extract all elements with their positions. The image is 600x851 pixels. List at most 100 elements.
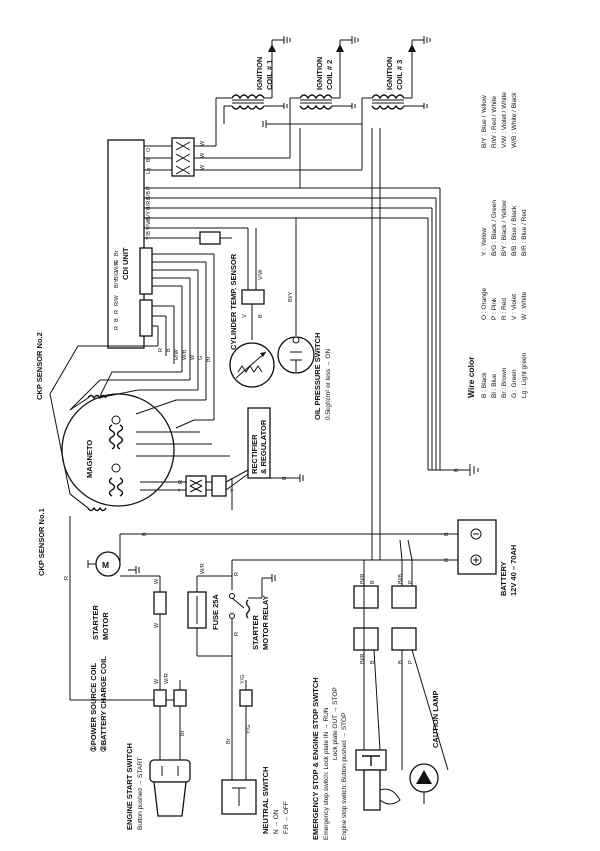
legend-col1-0: B : Black xyxy=(481,372,488,398)
ckp-sensor-2-label: CKP SENSOR No.2 xyxy=(35,332,44,400)
legend-col3-2: B/Y : Black / Yellow xyxy=(501,200,508,256)
legend-col4-2: V/W : Violet / White xyxy=(501,92,508,148)
wire-label-br-neutral: Br xyxy=(226,738,232,744)
wire-label-blb-top: Bl/B xyxy=(398,574,404,584)
wire-label-w1: W xyxy=(200,140,206,146)
wire-label-p-top: P xyxy=(408,580,414,584)
engine-start-switch-label: ENGINE START SWITCH xyxy=(125,743,134,830)
cdi-pin-bg: B/G xyxy=(114,271,120,280)
emergency-title: EMERGENCY STOP & ENGINE STOP SWITCH xyxy=(311,677,320,840)
magneto: MAGNETO xyxy=(61,393,230,512)
relay-label2: MOTOR RELAY xyxy=(261,595,270,650)
ignition-coil-2-label1: IGNITION xyxy=(315,57,324,90)
wire-label-bly: Bl/Y xyxy=(288,292,294,302)
engine-start-switch-note: Button pushed → START xyxy=(137,757,144,830)
legend-col4-0: B/Y : Blue / Yellow xyxy=(481,95,488,148)
legend-col4-1: R/W : Red / White xyxy=(491,96,498,148)
wire-label-b-batt: B xyxy=(142,532,148,536)
wire-label-b-batt2: B xyxy=(444,532,450,536)
legend-col3-1: B/G : Black / Green xyxy=(491,200,498,256)
ignition-coil-1-label1: IGNITION xyxy=(255,57,264,90)
relay-label1: STARTER xyxy=(251,615,260,650)
wire-label-b-temp: B xyxy=(258,314,264,318)
wire-label-br-start: Br xyxy=(180,730,186,736)
wire-label-w: W xyxy=(190,354,196,360)
legend-col3-4: B/R : Blue / Red xyxy=(521,209,528,256)
ignition-coil-1: IGNITION COIL # 1 xyxy=(215,36,291,128)
wire-label-blr-top: Bl/R xyxy=(360,574,366,584)
wire-label-yg1: Y/G xyxy=(240,675,246,684)
wire-color-legend: Wire color B : Black Bl : Blue Br : Brow… xyxy=(466,92,528,398)
cdi-bus-wires: B xyxy=(144,128,479,560)
wire-label-yg2: Y/G xyxy=(246,725,252,734)
legend-col1-1: Bl : Blue xyxy=(491,373,498,398)
wire-label-v: V xyxy=(242,314,248,318)
legend-col2-2: R : Red xyxy=(501,298,508,320)
legend-col3-0: Y : Yellow xyxy=(481,228,488,256)
legend-col1-3: G : Green xyxy=(511,369,518,398)
ignition-coil-1-label2: COIL # 1 xyxy=(265,60,274,90)
wire-label-wr-start: W/R xyxy=(164,673,170,684)
emergency-stop-switch: Bl/R B Bl/R B EMERGENCY STOP & ENGINE ST… xyxy=(311,560,401,840)
battery-label1: BATTERY xyxy=(499,561,508,596)
fuse-and-relay: FUSE 25A W W W/R R R STARTER MOTOR RELAY xyxy=(120,560,276,680)
legend-col4-3: W/B : White / Black xyxy=(511,92,518,148)
wire-label-b-lamp: B xyxy=(398,660,404,664)
cdi-pin-br: B/R xyxy=(146,201,152,210)
starter-motor-label2: MOTOR xyxy=(101,612,110,640)
wire-label-b1: B xyxy=(166,348,172,352)
rectifier-label2: & REGULATOR xyxy=(259,419,268,474)
legend-col2-3: V : Violet xyxy=(511,294,518,320)
battery-label2: 12V 40 – 70AH xyxy=(509,545,518,596)
emergency-line1: Emergency stop switch: Lock plate IN → R… xyxy=(323,707,330,840)
caution-lamp-label: CAUTION LAMP xyxy=(431,691,440,749)
cdi-pin-yb: Y/B xyxy=(146,231,152,240)
wire-label-y1: Y xyxy=(178,488,184,492)
neutral-switch: Y/G Y/G Br NEUTRAL SWITCH N → ON F.R → O… xyxy=(221,656,290,834)
starter-motor-symbol: M xyxy=(102,560,109,570)
cdi-pin-g: G xyxy=(114,260,120,264)
caution-lamp: Bl/B P B P CAUTION LAMP xyxy=(391,539,449,804)
emergency-line3: Engine stop switch: Button pushed → STOP xyxy=(341,713,348,840)
wire-label-r1: R xyxy=(158,348,164,352)
wire-label-wr: W/R xyxy=(200,563,206,574)
wire-label-br: Br xyxy=(206,356,212,362)
wire-label-r-batt: R xyxy=(444,558,450,562)
oil-pressure-switch-label: OIL PRESSURE SWITCH xyxy=(313,333,322,420)
cdi-coil-connectors: W W W xyxy=(144,124,363,177)
cdi-unit: CDI UNIT O Bl Lg P B/B B/R B/Y V/W Y/B B… xyxy=(107,139,153,349)
wire-label-r-rect: R xyxy=(178,480,184,484)
cylinder-temp-sensor-label: CYLINDER TEMP. SENSOR xyxy=(229,253,238,350)
wire-label-rw: R/W xyxy=(174,349,180,361)
legend-col2-0: O : Orange xyxy=(481,287,488,320)
oil-pressure-note: 0.5kgf/cm² or less → ON xyxy=(325,349,332,420)
cdi-pin-bl: Bl xyxy=(146,157,152,162)
rectifier-label1: RECTIFIER xyxy=(250,434,259,474)
cdi-unit-box xyxy=(107,139,145,349)
emergency-line2: Lock plate OUT → STOP xyxy=(332,687,339,760)
legend-col1-4: Lg : Light green xyxy=(521,352,528,398)
wire-label-p-lamp: P xyxy=(408,660,414,664)
wire-label-w-start: W xyxy=(154,678,160,684)
neutral-switch-note1: N → ON xyxy=(273,809,280,834)
wire-label-w-s2: W xyxy=(154,622,160,628)
legend-title: Wire color xyxy=(466,356,476,398)
magneto-label: MAGNETO xyxy=(85,440,94,478)
neutral-switch-note2: F.R → OFF xyxy=(283,801,290,834)
neutral-switch-label: NEUTRAL SWITCH xyxy=(261,767,270,834)
rectifier-regulator: RECTIFIER & REGULATOR R Y Y B xyxy=(140,407,304,510)
cdi-magneto-wires: R B R/W W/B W G Br xyxy=(49,253,215,509)
ignition-coil-2: IGNITION COIL # 2 xyxy=(289,36,359,124)
wire-label-r-relay: R xyxy=(234,572,240,576)
wire-label-w-s1: W xyxy=(154,578,160,584)
wire-label-wb: W/B xyxy=(182,349,188,360)
wire-label-blr-bot: Bl/R xyxy=(360,654,366,664)
wire-label-w3: W xyxy=(200,164,206,170)
cdi-pin-br2: Br xyxy=(114,250,120,256)
ckp-sensor-1-label: CKP SENSOR No.1 xyxy=(37,508,46,576)
cdi-pin-vw: V/W xyxy=(146,219,152,230)
cdi-pin-o: O xyxy=(146,147,152,152)
cdi-pin-by: B/Y xyxy=(146,211,152,220)
